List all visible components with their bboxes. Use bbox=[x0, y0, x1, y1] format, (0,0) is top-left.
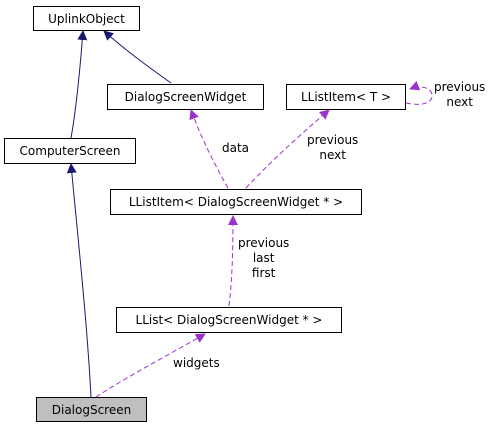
edge-label-last: last bbox=[252, 251, 275, 265]
node-llist-dialogscreenwidget[interactable]: LList< DialogScreenWidget * > bbox=[116, 307, 342, 333]
edge-label-widgets: widgets bbox=[173, 356, 220, 370]
node-computerscreen[interactable]: ComputerScreen bbox=[4, 138, 136, 164]
edge-label-next: next bbox=[446, 95, 473, 109]
node-dialogscreen: DialogScreen bbox=[36, 397, 147, 422]
edge-label-previous: previous bbox=[307, 133, 359, 147]
edge-llistitem-dsw-to-llistitem-t bbox=[245, 109, 330, 189]
edge-label-item-t-to-dsw: previous next bbox=[307, 133, 358, 163]
edge-label-item-to-list: previous last first bbox=[238, 236, 289, 281]
edge-dialogscreenwidget-to-uplinkobject bbox=[103, 30, 172, 84]
edge-label-self-loop: previous next bbox=[434, 80, 485, 110]
edge-label-previous: previous bbox=[434, 80, 486, 94]
edge-label-previous: previous bbox=[238, 236, 290, 250]
node-dialogscreenwidget[interactable]: DialogScreenWidget bbox=[107, 84, 264, 110]
edge-label-data: data bbox=[222, 141, 250, 155]
node-uplinkobject[interactable]: UplinkObject bbox=[33, 6, 140, 31]
edge-llistitem-dsw-to-dialogscreenwidget-data bbox=[189, 109, 229, 189]
edge-llistitem-t-self-loop bbox=[405, 81, 433, 105]
edge-dialogscreen-to-computerscreen bbox=[66, 163, 92, 398]
edge-dialogscreen-to-llist-dsw-widgets bbox=[95, 333, 206, 398]
edge-label-first: first bbox=[251, 266, 276, 280]
edge-llist-dsw-to-llistitem-dsw bbox=[227, 215, 238, 307]
edge-computerscreen-to-uplinkobject bbox=[70, 30, 88, 139]
node-llistitem-dialogscreenwidget[interactable]: LListItem< DialogScreenWidget * > bbox=[110, 189, 362, 215]
edge-label-next: next bbox=[319, 148, 346, 162]
node-llistitem-t[interactable]: LListItem< T > bbox=[286, 84, 406, 110]
